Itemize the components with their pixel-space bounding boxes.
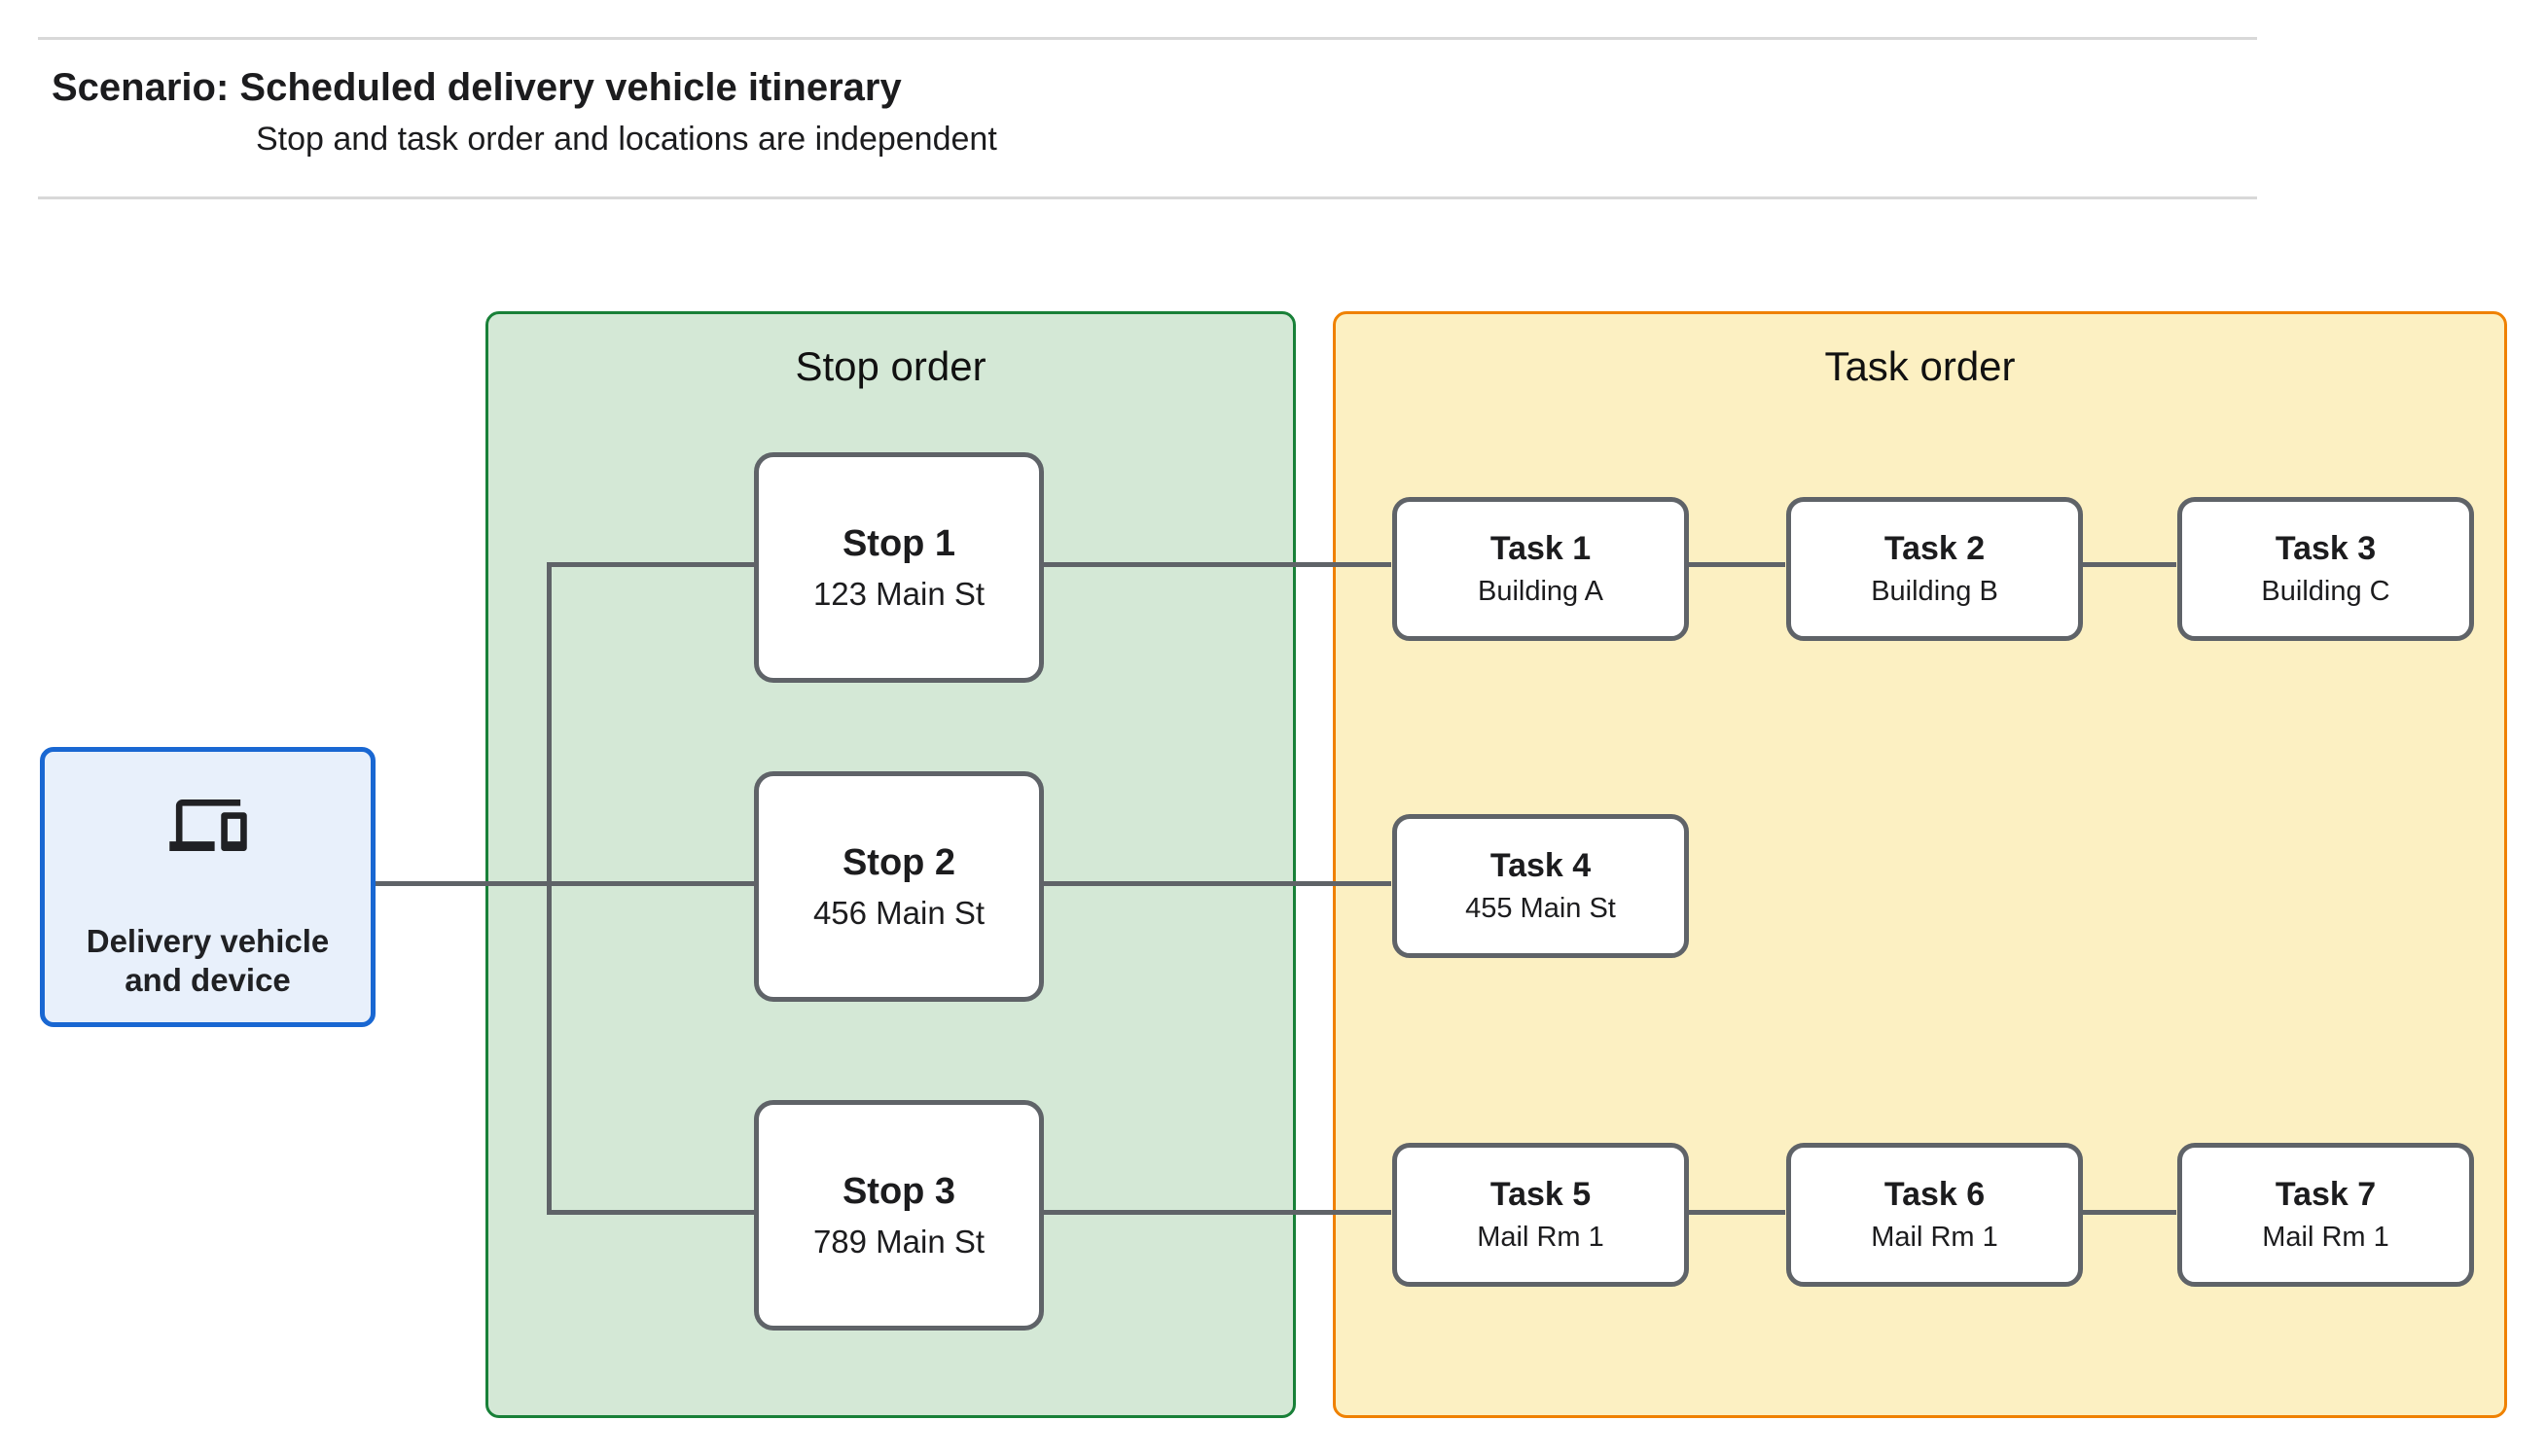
header-top-rule	[38, 37, 2257, 40]
devices-icon	[168, 799, 247, 851]
task-6-location: Mail Rm 1	[1871, 1222, 1998, 1253]
task-4-node: Task 4 455 Main St	[1392, 814, 1689, 958]
task-3-node: Task 3 Building C	[2177, 497, 2474, 641]
task-7-location: Mail Rm 1	[2262, 1222, 2389, 1253]
task-order-panel-title: Task order	[1824, 343, 2016, 389]
task-4-location: 455 Main St	[1465, 893, 1616, 924]
connector-trunk-stop1	[547, 562, 757, 567]
connector-task1-task2	[1684, 562, 1785, 567]
delivery-vehicle-node: Delivery vehicle and device	[40, 747, 376, 1027]
connector-stop3-task5	[1039, 1210, 1391, 1215]
task-1-title: Task 1	[1489, 530, 1592, 568]
task-5-title: Task 5	[1489, 1176, 1592, 1214]
stop-3-title: Stop 3	[842, 1171, 956, 1213]
stop-1-title: Stop 1	[842, 523, 956, 565]
connector-stop1-task1	[1039, 562, 1391, 567]
task-order-panel: Task order Task 1 Building A Task 2 Buil…	[1333, 311, 2507, 1418]
stop-2-address: 456 Main St	[812, 894, 986, 931]
connector-task5-task6	[1684, 1210, 1785, 1215]
scenario-title: Scenario: Scheduled delivery vehicle iti…	[52, 66, 902, 109]
task-6-title: Task 6	[1883, 1176, 1986, 1214]
delivery-vehicle-label: Delivery vehicle and device	[86, 923, 330, 999]
header-bottom-rule	[38, 196, 2257, 199]
connector-task2-task3	[2078, 562, 2176, 567]
task-1-node: Task 1 Building A	[1392, 497, 1689, 641]
task-5-location: Mail Rm 1	[1477, 1222, 1604, 1253]
task-4-title: Task 4	[1489, 847, 1592, 885]
scenario-subtitle: Stop and task order and locations are in…	[256, 121, 997, 158]
stop-2-title: Stop 2	[842, 842, 956, 884]
stop-3-address: 789 Main St	[812, 1223, 986, 1260]
connector-trunk-stop3	[547, 1210, 757, 1215]
task-2-title: Task 2	[1883, 530, 1986, 568]
task-7-node: Task 7 Mail Rm 1	[2177, 1143, 2474, 1287]
stop-order-panel: Stop order Stop 1 123 Main St Stop 2 456…	[485, 311, 1296, 1418]
task-3-location: Building C	[2261, 576, 2390, 607]
task-2-node: Task 2 Building B	[1786, 497, 2083, 641]
task-2-location: Building B	[1871, 576, 1998, 607]
stop-1-node: Stop 1 123 Main St	[754, 452, 1044, 683]
connector-trunk-vertical	[547, 562, 552, 1215]
task-6-node: Task 6 Mail Rm 1	[1786, 1143, 2083, 1287]
connector-vehicle-stop2	[374, 881, 757, 886]
stop-1-address: 123 Main St	[812, 575, 986, 612]
stop-2-node: Stop 2 456 Main St	[754, 771, 1044, 1002]
task-7-title: Task 7	[2275, 1176, 2377, 1214]
task-5-node: Task 5 Mail Rm 1	[1392, 1143, 1689, 1287]
stop-3-node: Stop 3 789 Main St	[754, 1100, 1044, 1331]
stop-order-panel-title: Stop order	[795, 343, 986, 389]
connector-stop2-task4	[1039, 881, 1391, 886]
task-1-location: Building A	[1478, 576, 1603, 607]
connector-task6-task7	[2078, 1210, 2176, 1215]
task-3-title: Task 3	[2275, 530, 2377, 568]
